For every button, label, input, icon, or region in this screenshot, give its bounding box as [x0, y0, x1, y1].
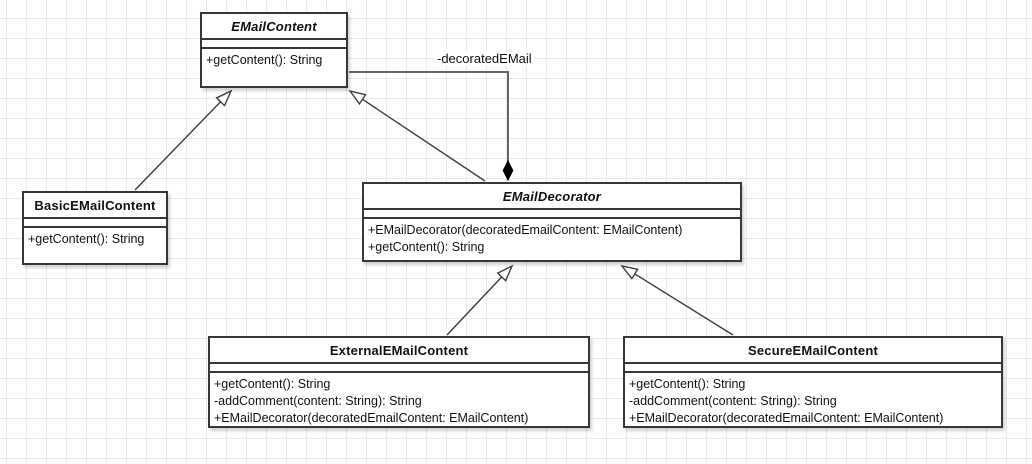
class-emailcontent[interactable]: EMailContent +getContent(): String: [200, 12, 348, 88]
method-item: +getContent(): String: [206, 53, 323, 67]
generalization-secureemailcontent-to-emaildecorator[interactable]: [620, 264, 734, 336]
association-role-label[interactable]: -decoratedEMail: [435, 51, 534, 66]
method-item: +EMailDecorator(decoratedEmailContent: E…: [214, 411, 529, 425]
methods-compartment: +getContent(): String -addComment(conten…: [210, 373, 588, 427]
methods-compartment: +getContent(): String: [24, 228, 166, 263]
method-item: -addComment(content: String): String: [629, 394, 837, 408]
composition-emaildecorator-decoratedemail[interactable]: [349, 71, 514, 182]
generalization-externalemailcontent-to-emaildecorator[interactable]: [446, 264, 514, 336]
attributes-compartment: [625, 364, 1001, 373]
class-emaildecorator[interactable]: EMailDecorator +EMailDecorator(decorated…: [362, 182, 742, 262]
method-item: +EMailDecorator(decoratedEmailContent: E…: [368, 223, 683, 237]
attributes-compartment: [210, 364, 588, 373]
methods-compartment: +getContent(): String: [202, 49, 346, 86]
class-title: EMailContent: [202, 14, 346, 40]
attributes-compartment: [202, 40, 346, 49]
method-item: +getContent(): String: [368, 240, 485, 254]
attributes-compartment: [24, 219, 166, 228]
class-basicemailcontent[interactable]: BasicEMailContent +getContent(): String: [22, 191, 168, 265]
method-item: +EMailDecorator(decoratedEmailContent: E…: [629, 411, 944, 425]
attributes-compartment: [364, 210, 740, 219]
method-item: +getContent(): String: [28, 232, 145, 246]
generalization-emaildecorator-to-emailcontent[interactable]: [348, 89, 486, 182]
class-title: SecureEMailContent: [625, 338, 1001, 364]
method-item: +getContent(): String: [629, 377, 746, 391]
class-title: EMailDecorator: [364, 184, 740, 210]
method-item: +getContent(): String: [214, 377, 331, 391]
class-secureemailcontent[interactable]: SecureEMailContent +getContent(): String…: [623, 336, 1003, 428]
class-externalemailcontent[interactable]: ExternalEMailContent +getContent(): Stri…: [208, 336, 590, 428]
class-title: BasicEMailContent: [24, 193, 166, 219]
generalization-basicemailcontent-to-emailcontent[interactable]: [134, 89, 233, 191]
methods-compartment: +getContent(): String -addComment(conten…: [625, 373, 1001, 427]
method-item: -addComment(content: String): String: [214, 394, 422, 408]
methods-compartment: +EMailDecorator(decoratedEmailContent: E…: [364, 219, 740, 260]
class-title: ExternalEMailContent: [210, 338, 588, 364]
